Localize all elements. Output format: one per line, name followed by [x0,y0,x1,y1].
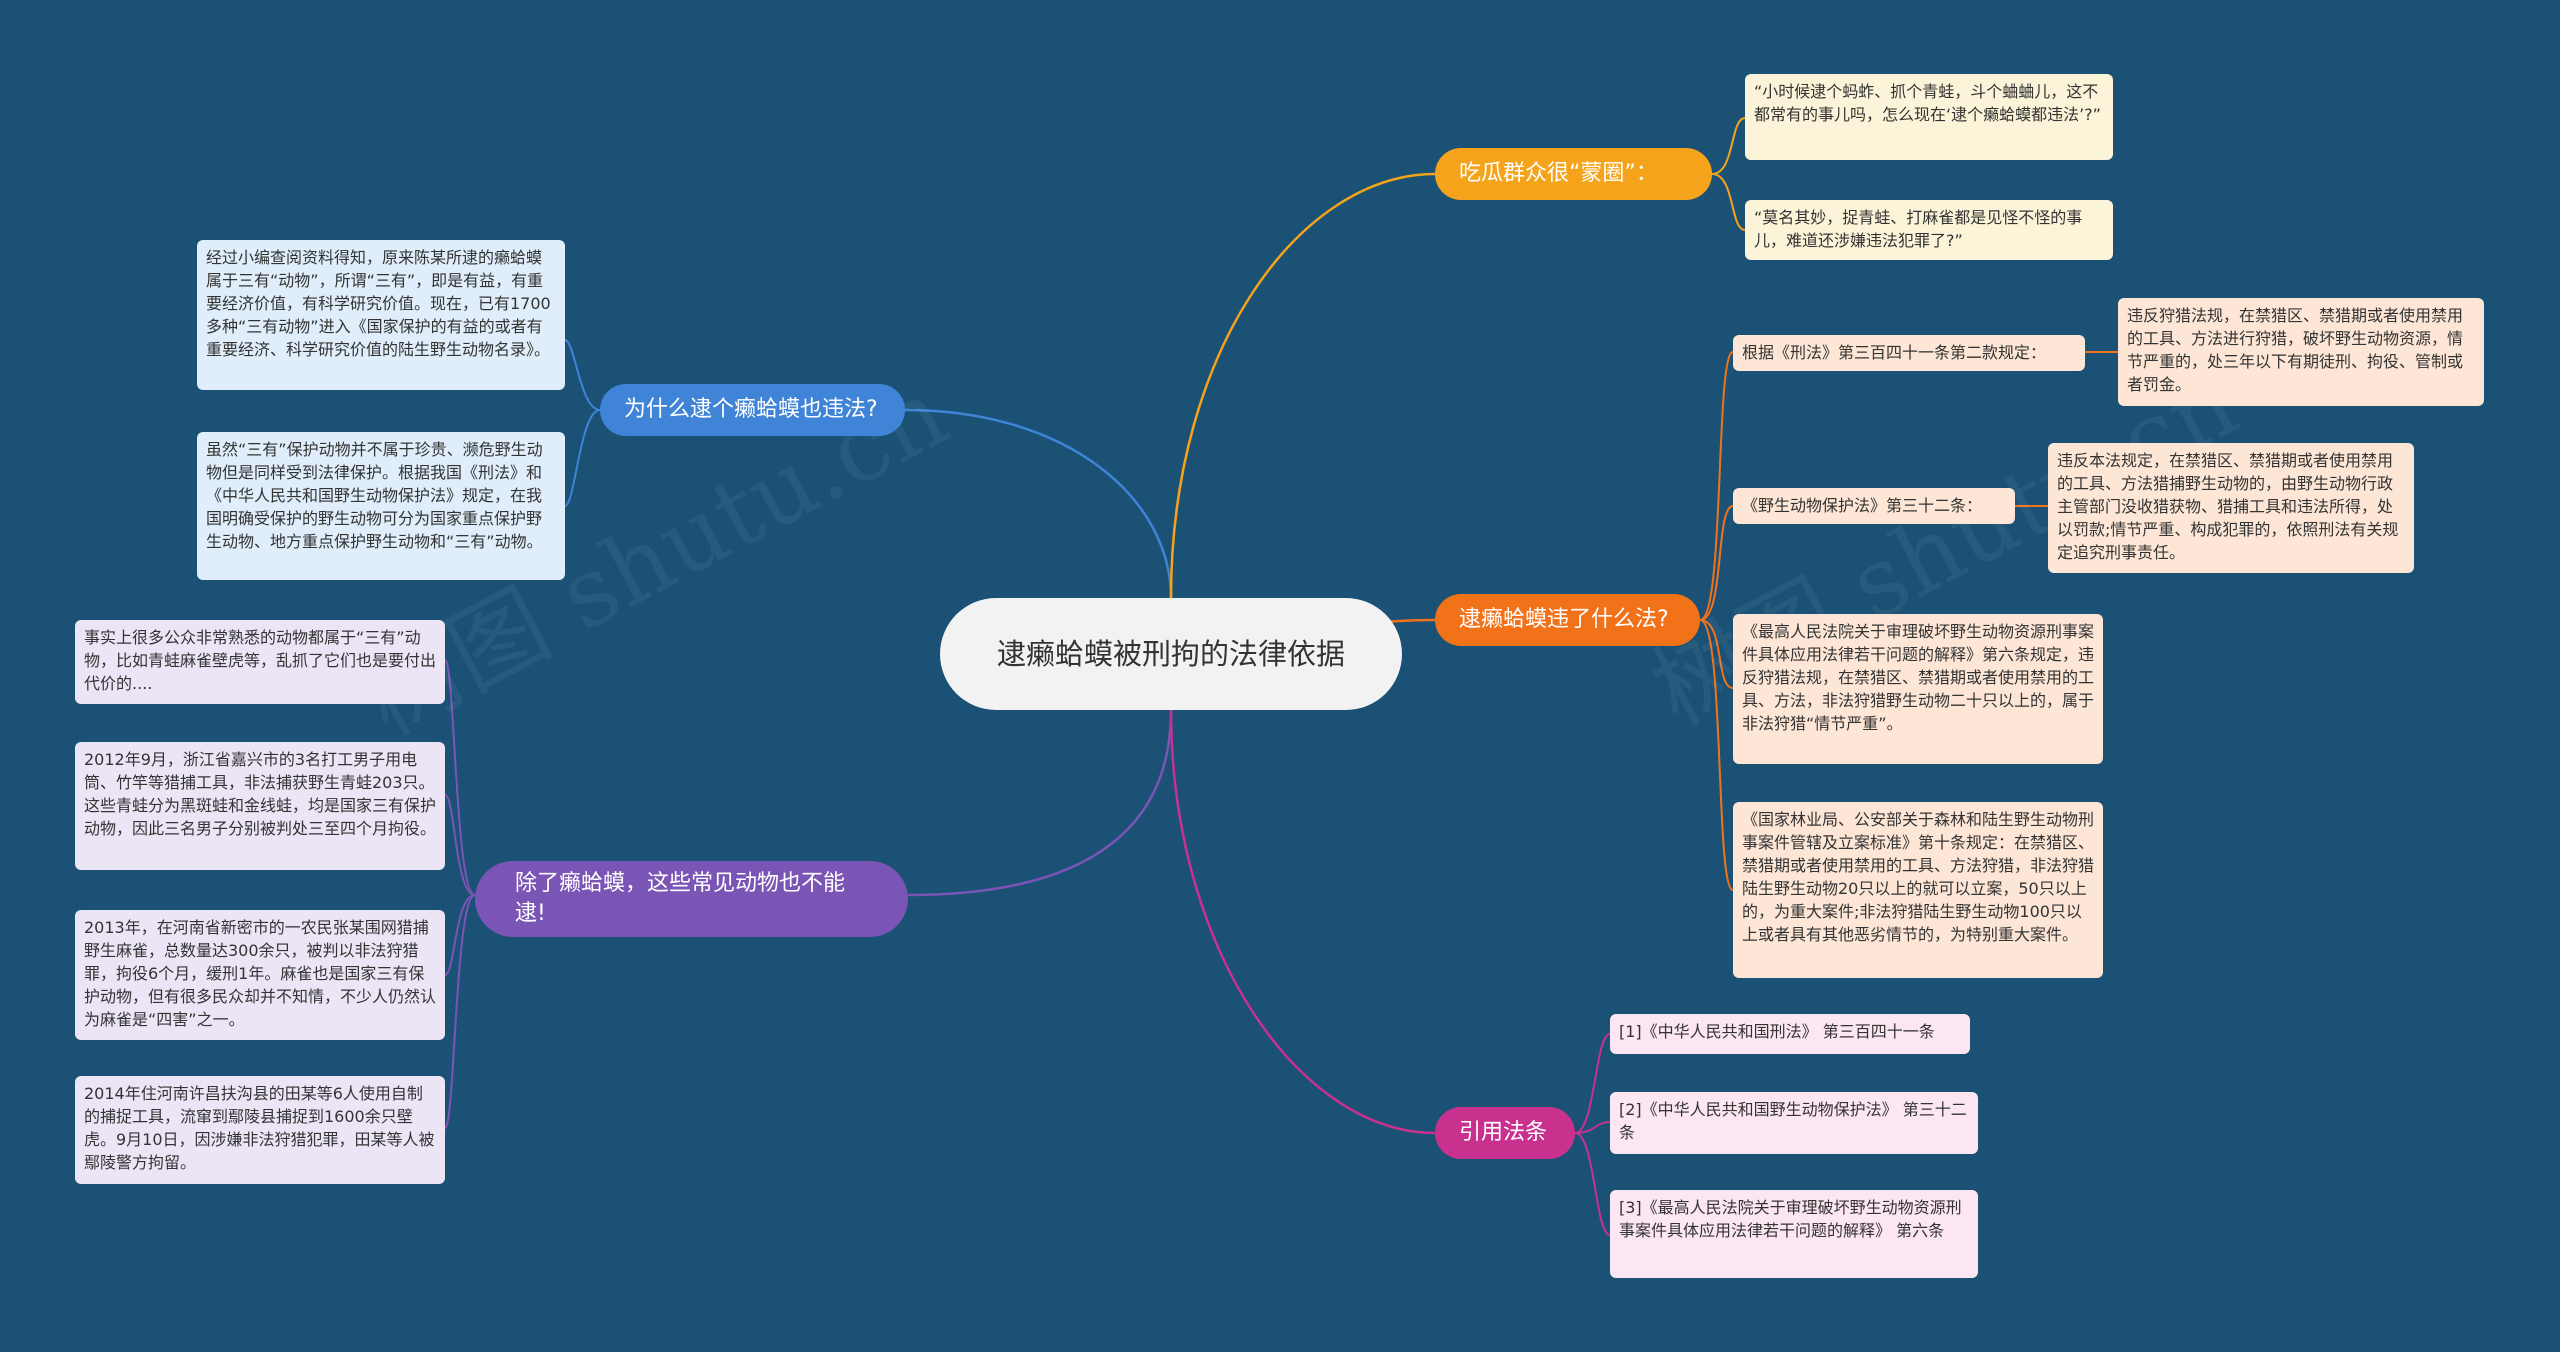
crowd-leaf-1: “小时候逮个蚂蚱、抓个青蛙，斗个蛐蛐儿，这不都常有的事儿吗，怎么现在‘逮个癞蛤蟆… [1745,74,2113,160]
why-leaf-2: 虽然“三有”保护动物并不属于珍贵、濒危野生动物但是同样受到法律保护。根据我国《刑… [197,432,565,580]
branch-label: 吃瓜群众很“蒙圈”： [1459,161,1658,186]
branch-label: 为什么逮个癞蛤蟆也违法? [624,397,878,422]
central-topic[interactable]: 逮癞蛤蟆被刑拘的法律依据 [940,598,1402,710]
law-sub-court-interpretation: 《最高人民法院关于审理破坏野生动物资源刑事案件具体应用法律若干问题的解释》第六条… [1733,614,2103,764]
link-center-others [907,709,1173,897]
branch-label: 引用法条 [1459,1120,1548,1145]
branch-why-illegal[interactable]: 为什么逮个癞蛤蟆也违法? [600,384,905,436]
ref-leaf-1: [1]《中华人民共和国刑法》 第三百四十一条 [1610,1014,1970,1054]
law-detail-wildlife-act: 违反本法规定，在禁猎区、禁猎期或者使用禁用的工具、方法猎捕野生动物的，由野生动物… [2048,443,2414,573]
central-topic-label: 逮癞蛤蟆被刑拘的法律依据 [996,637,1345,671]
why-leaf-1: 经过小编查阅资料得知，原来陈某所逮的癞蛤蟆属于三有“动物”，所谓“三有”，即是有… [197,240,565,390]
law-sub-forestry-standard: 《国家林业局、公安部关于森林和陆生野生动物刑事案件管辖及立案标准》第十条规定：在… [1733,802,2103,978]
law-sub-criminal-code: 根据《刑法》第三百四十一条第二款规定： [1733,335,2085,371]
branch-cited-articles[interactable]: 引用法条 [1435,1107,1575,1159]
crowd-leaf-2: “莫名其妙，捉青蛙、打麻雀都是见怪不怪的事儿，难道还涉嫌违法犯罪了?” [1745,200,2113,260]
law-sub-wildlife-act: 《野生动物保护法》第三十二条： [1733,488,2015,524]
branch-label: 逮癞蛤蟆违了什么法? [1459,607,1669,632]
link-center-why [904,408,1173,599]
ref-leaf-2: [2]《中华人民共和国野生动物保护法》 第三十二条 [1610,1092,1978,1154]
branch-which-law[interactable]: 逮癞蛤蟆违了什么法? [1435,594,1700,646]
others-leaf-1: 事实上很多公众非常熟悉的动物都属于“三有”动物，比如青蛙麻雀壁虎等，乱抓了它们也… [75,620,445,704]
law-detail-criminal-code: 违反狩猎法规，在禁猎区、禁猎期或者使用禁用的工具、方法进行狩猎，破坏野生动物资源… [2118,298,2484,406]
others-leaf-4: 2014年住河南许昌扶沟县的田某等6人使用自制的捕捉工具，流窜到鄢陵县捕捉到16… [75,1076,445,1184]
link-center-refs [1169,709,1436,1135]
link-center-crowd [1169,172,1436,599]
others-leaf-3: 2013年，在河南省新密市的一农民张某围网猎捕野生麻雀，总数量达300余只，被判… [75,910,445,1040]
ref-leaf-3: [3]《最高人民法院关于审理破坏野生动物资源刑事案件具体应用法律若干问题的解释》… [1610,1190,1978,1278]
branch-crowd-confused[interactable]: 吃瓜群众很“蒙圈”： [1435,148,1712,200]
branch-label: 除了癞蛤蟆，这些常见动物也不能逮! [515,871,846,926]
others-leaf-2: 2012年9月，浙江省嘉兴市的3名打工男子用电筒、竹竿等猎捕工具，非法捕获野生青… [75,742,445,870]
branch-other-animals[interactable]: 除了癞蛤蟆，这些常见动物也不能逮! [475,861,908,937]
